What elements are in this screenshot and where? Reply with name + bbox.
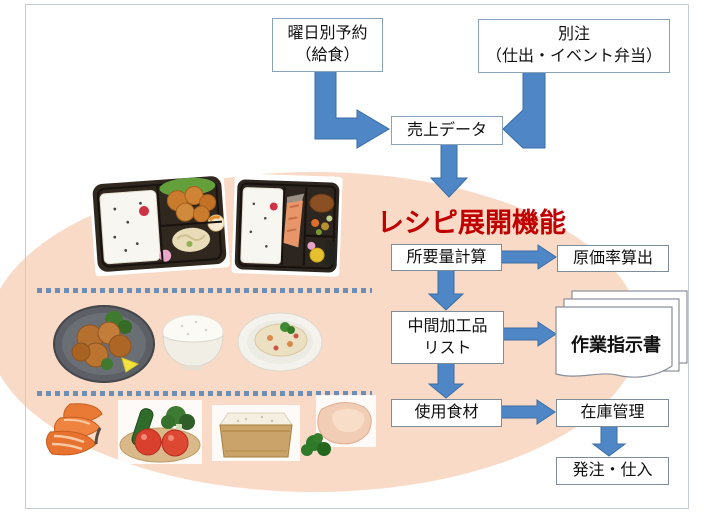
- bento-salmon-photo: [231, 173, 343, 282]
- box-special-order-line1: 別注: [557, 26, 590, 44]
- rice-box-photo: [212, 405, 300, 466]
- rice-bowl-photo: [158, 306, 228, 377]
- raw-chicken-photo: [296, 395, 376, 465]
- salmon-fillets-photo: [40, 400, 118, 467]
- vegetables-photo: [118, 400, 202, 469]
- box-intermediate-list-line1: 中間加工品: [407, 317, 488, 335]
- karaage-plate-photo: [52, 300, 157, 390]
- box-weekday-reservation-line1: 曜日別予約: [287, 25, 368, 43]
- potato-salad-photo: [236, 306, 324, 379]
- box-cost-rate: 原価率算出: [557, 245, 669, 272]
- box-sales-data: 売上データ: [391, 116, 503, 145]
- box-weekday-reservation-line2: （給食）: [295, 47, 360, 64]
- box-inventory-management-label: 在庫管理: [580, 404, 645, 422]
- box-used-ingredients: 使用食材: [391, 399, 502, 427]
- box-special-order-line2: （仕出・イベント弁当）: [485, 48, 662, 65]
- dotted-separator-top: [37, 288, 372, 293]
- box-intermediate-list-line2: リスト: [423, 339, 472, 357]
- doc-work-instruction-label: 作業指示書: [571, 335, 661, 355]
- box-weekday-reservation: 曜日別予約 （給食）: [272, 18, 383, 72]
- box-used-ingredients-label: 使用食材: [414, 404, 479, 422]
- box-special-order: 別注 （仕出・イベント弁当）: [478, 19, 670, 73]
- doc-page-front: [555, 306, 673, 378]
- dotted-separator-bottom: [37, 391, 372, 396]
- box-required-quantity-label: 所要量計算: [406, 248, 487, 266]
- box-order-purchase: 発注・仕入: [556, 457, 669, 485]
- box-cost-rate-label: 原価率算出: [572, 249, 653, 267]
- box-order-purchase-label: 発注・仕入: [572, 462, 653, 480]
- box-sales-data-label: 売上データ: [406, 121, 487, 139]
- work-instruction-doc-stack: [555, 290, 691, 391]
- diagram-frame-border: [25, 4, 689, 509]
- bento-karaage-photo: [88, 167, 231, 281]
- recipe-function-title: レシピ展開機能: [377, 208, 566, 238]
- box-intermediate-list: 中間加工品 リスト: [391, 311, 504, 364]
- box-required-quantity: 所要量計算: [391, 244, 502, 271]
- box-inventory-management: 在庫管理: [556, 399, 669, 427]
